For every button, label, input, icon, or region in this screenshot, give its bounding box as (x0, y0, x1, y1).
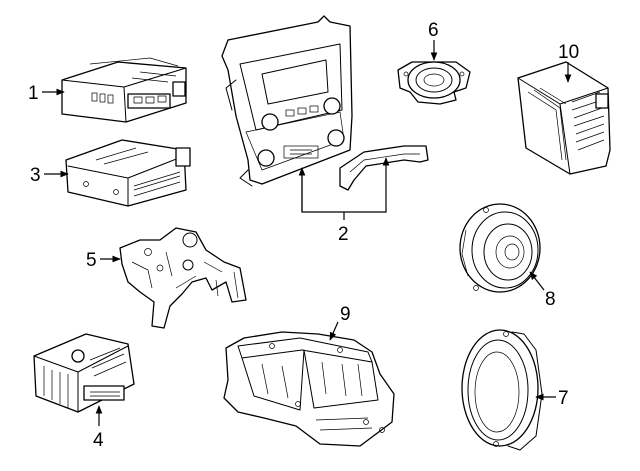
part-2-instrument-panel-trim[interactable] (221, 15, 429, 191)
part-3-receiver-module[interactable] (65, 139, 191, 207)
callout-10: 10 (558, 42, 579, 63)
part-7-oval-speaker[interactable] (461, 329, 543, 451)
leader-9 (329, 321, 339, 341)
part-4-interface-module[interactable] (33, 333, 135, 413)
callout-7: 7 (558, 388, 569, 409)
callout-8: 8 (545, 289, 556, 310)
callout-2: 2 (338, 224, 349, 245)
callout-9: 9 (340, 304, 351, 325)
leader-lines (42, 40, 572, 426)
callout-4: 4 (93, 430, 104, 451)
part-9-subwoofer-enclosure[interactable] (223, 331, 395, 447)
part-5-mounting-bracket[interactable] (119, 227, 247, 329)
callout-labels: 1 3 5 4 2 6 10 8 9 7 (28, 20, 579, 451)
part-6-tweeter-speaker[interactable] (397, 61, 471, 105)
part-1-control-module[interactable] (61, 57, 187, 123)
leader-8 (529, 271, 545, 291)
callout-1: 1 (28, 83, 39, 104)
part-8-door-speaker[interactable] (459, 203, 541, 293)
callout-3: 3 (30, 165, 41, 186)
callout-6: 6 (428, 20, 439, 41)
part-10-amplifier[interactable] (517, 61, 611, 175)
callout-5: 5 (86, 250, 97, 271)
